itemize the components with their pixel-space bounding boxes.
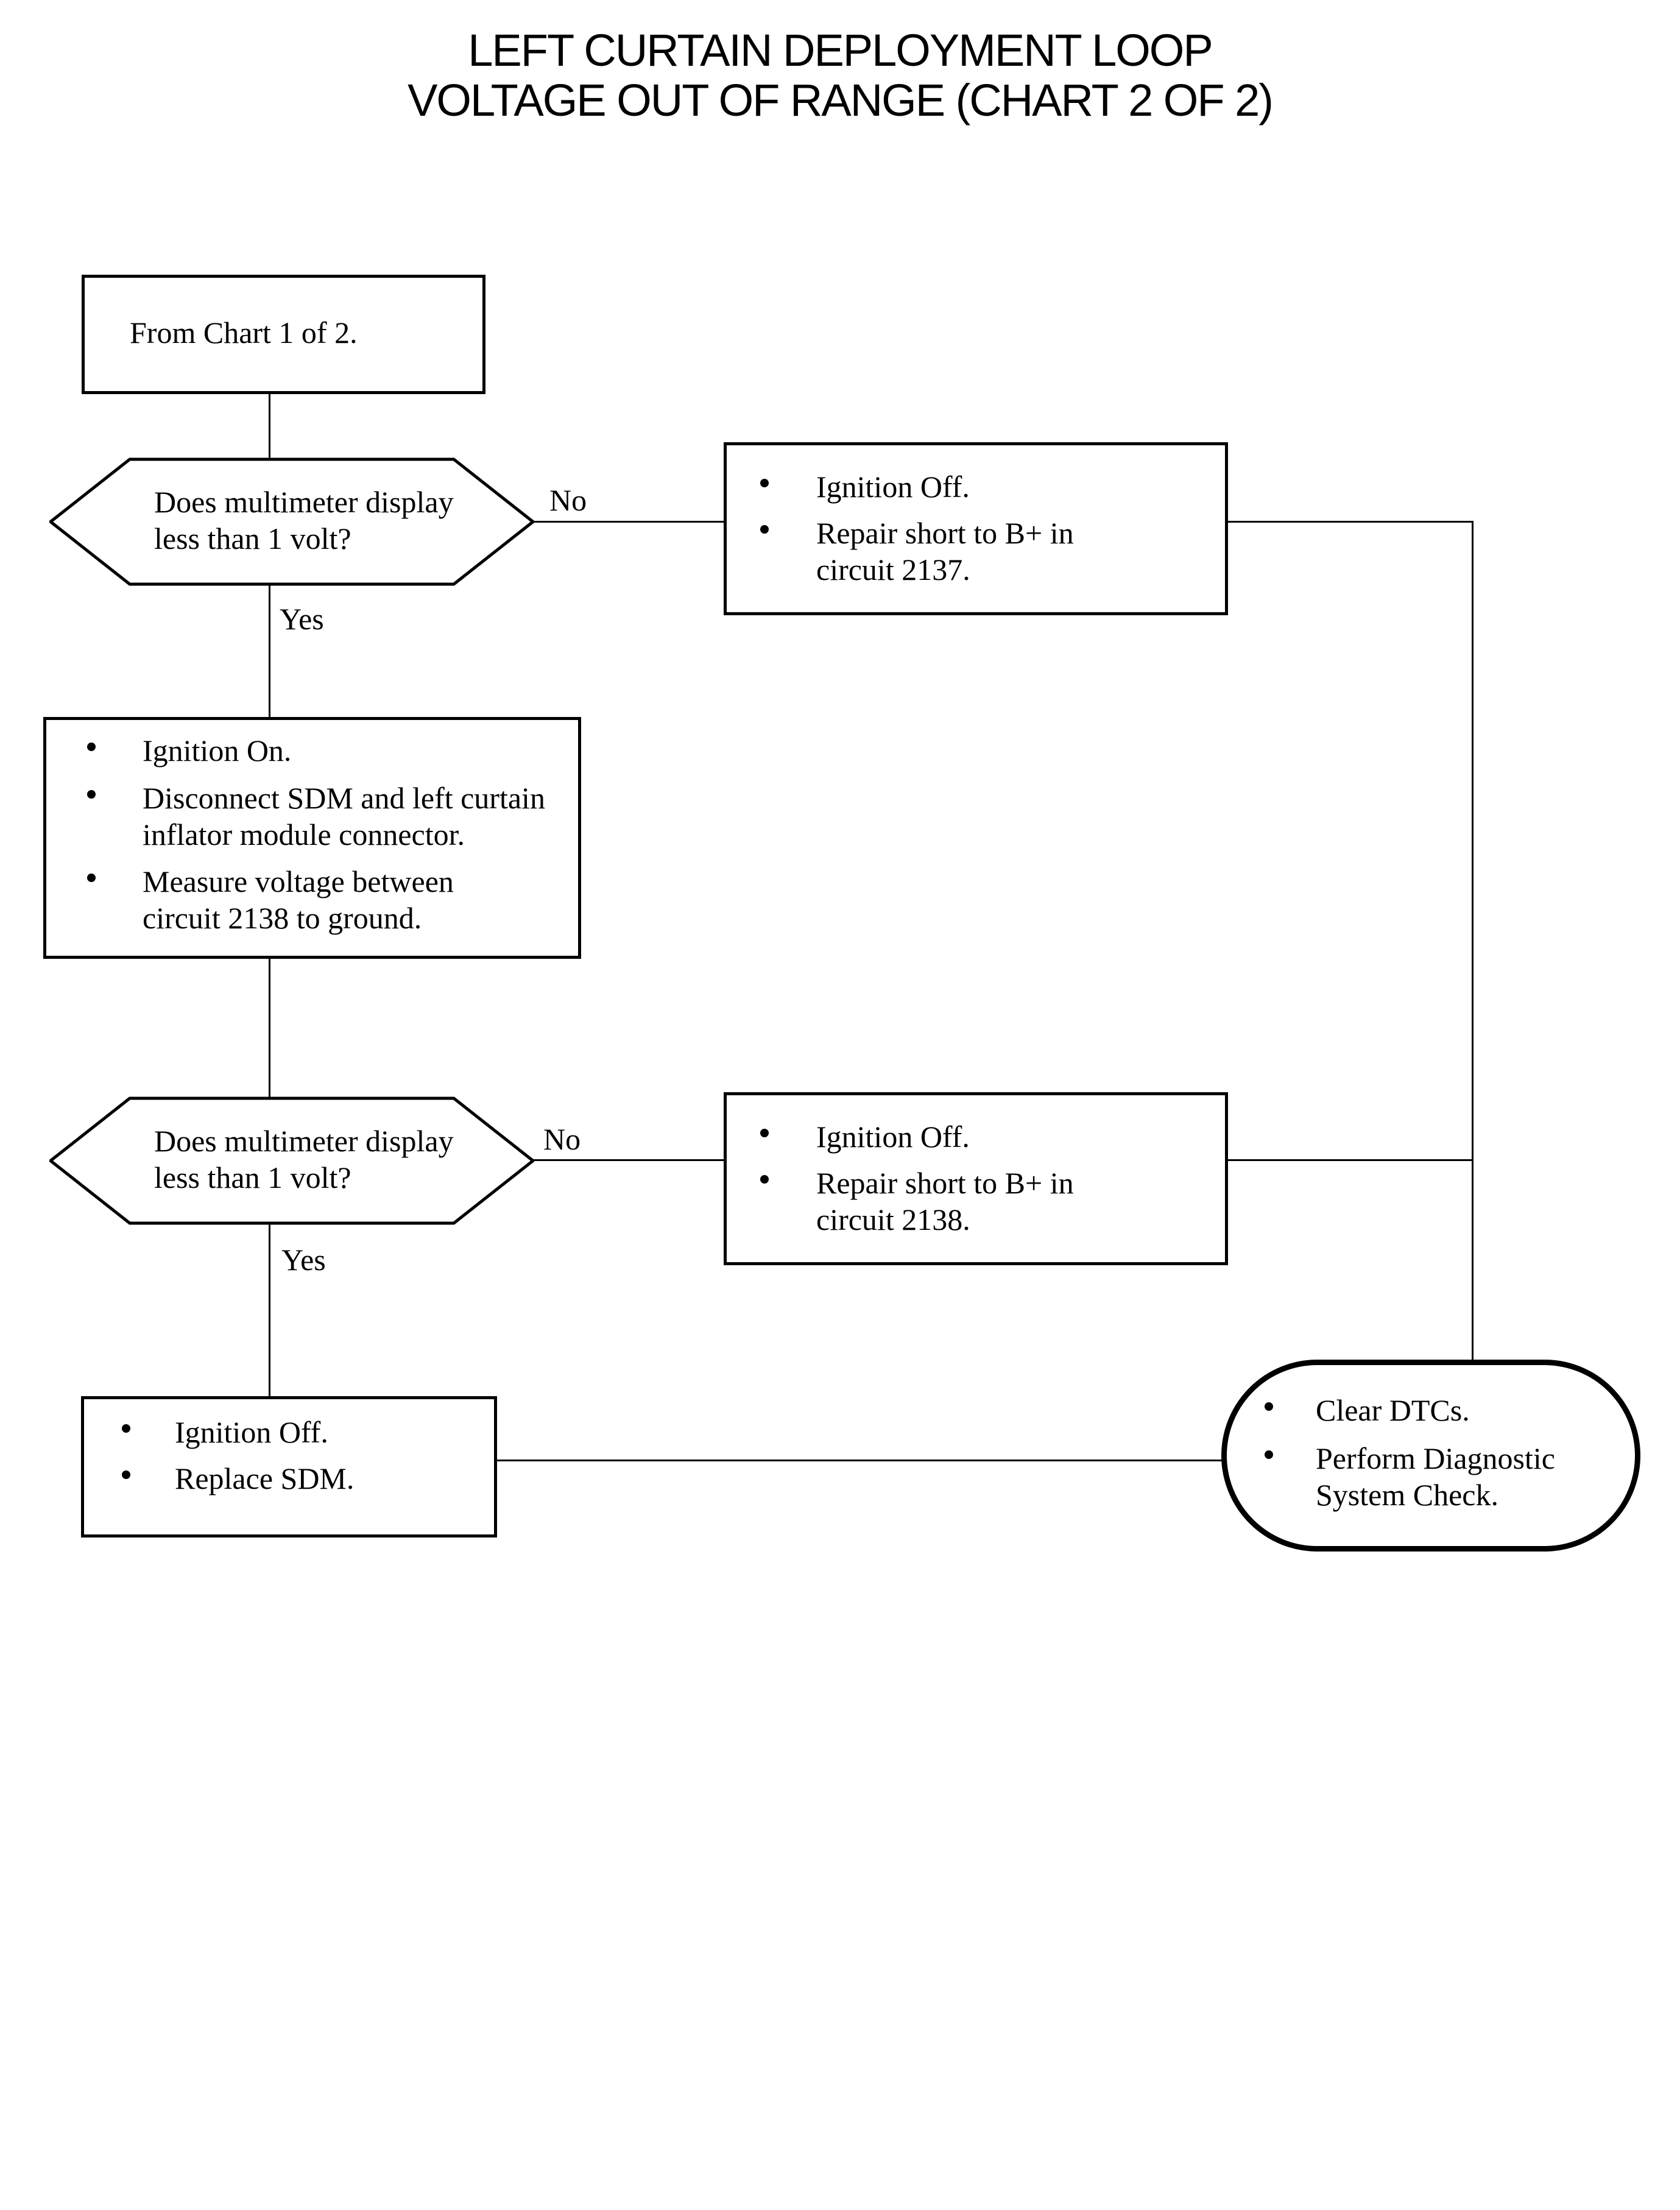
start-box: From Chart 1 of 2. (82, 275, 485, 394)
bullet-icon (760, 1175, 769, 1184)
connector-start-to-decision1 (269, 393, 270, 459)
bullet-icon (1265, 1450, 1273, 1459)
hexagon-shape (49, 1096, 534, 1225)
bullet-item: Clear DTCs. (1265, 1392, 1470, 1428)
decision-1-no-label: No (549, 483, 587, 517)
bullet-icon (760, 1129, 769, 1137)
action-measure-voltage: Ignition On. Disconnect SDM and left cur… (43, 717, 581, 959)
connector-repair2138-to-rail (1227, 1159, 1474, 1161)
decision-2-yes-label: Yes (281, 1243, 326, 1277)
connector-decision2-yes (269, 1224, 270, 1396)
decision-2-no-label: No (543, 1122, 581, 1156)
connector-decision1-no (533, 521, 724, 523)
bullet-icon (87, 790, 96, 799)
decision-1-yes-label: Yes (280, 602, 324, 636)
bullet-icon (760, 479, 769, 487)
bullet-icon (122, 1424, 130, 1433)
connector-repair2137-to-rail (1227, 521, 1474, 523)
bullet-item: Ignition Off. (760, 1118, 970, 1155)
bullet-item: Ignition Off. (760, 468, 970, 505)
bullet-item: Replace SDM. (122, 1460, 354, 1497)
title-line-2: VOLTAGE OUT OF RANGE (CHART 2 OF 2) (408, 75, 1274, 125)
bullet-item: Ignition On. (87, 732, 291, 769)
connector-measure-to-decision2 (269, 956, 270, 1098)
bullet-icon (1265, 1402, 1273, 1411)
action-replace-sdm: Ignition Off. Replace SDM. (81, 1396, 497, 1537)
start-box-text: From Chart 1 of 2. (130, 316, 358, 350)
bullet-item: Ignition Off. (122, 1414, 328, 1450)
connector-right-rail (1472, 521, 1474, 1362)
hexagon-shape (49, 457, 534, 586)
bullet-icon (87, 874, 96, 882)
connector-replacesdm-to-terminal (496, 1460, 1224, 1461)
bullet-icon (87, 743, 96, 751)
bullet-icon (760, 525, 769, 534)
bullet-icon (122, 1470, 130, 1479)
connector-decision2-no (533, 1159, 724, 1161)
title-line-1: LEFT CURTAIN DEPLOYMENT LOOP (468, 25, 1213, 76)
connector-decision1-yes (269, 585, 270, 717)
